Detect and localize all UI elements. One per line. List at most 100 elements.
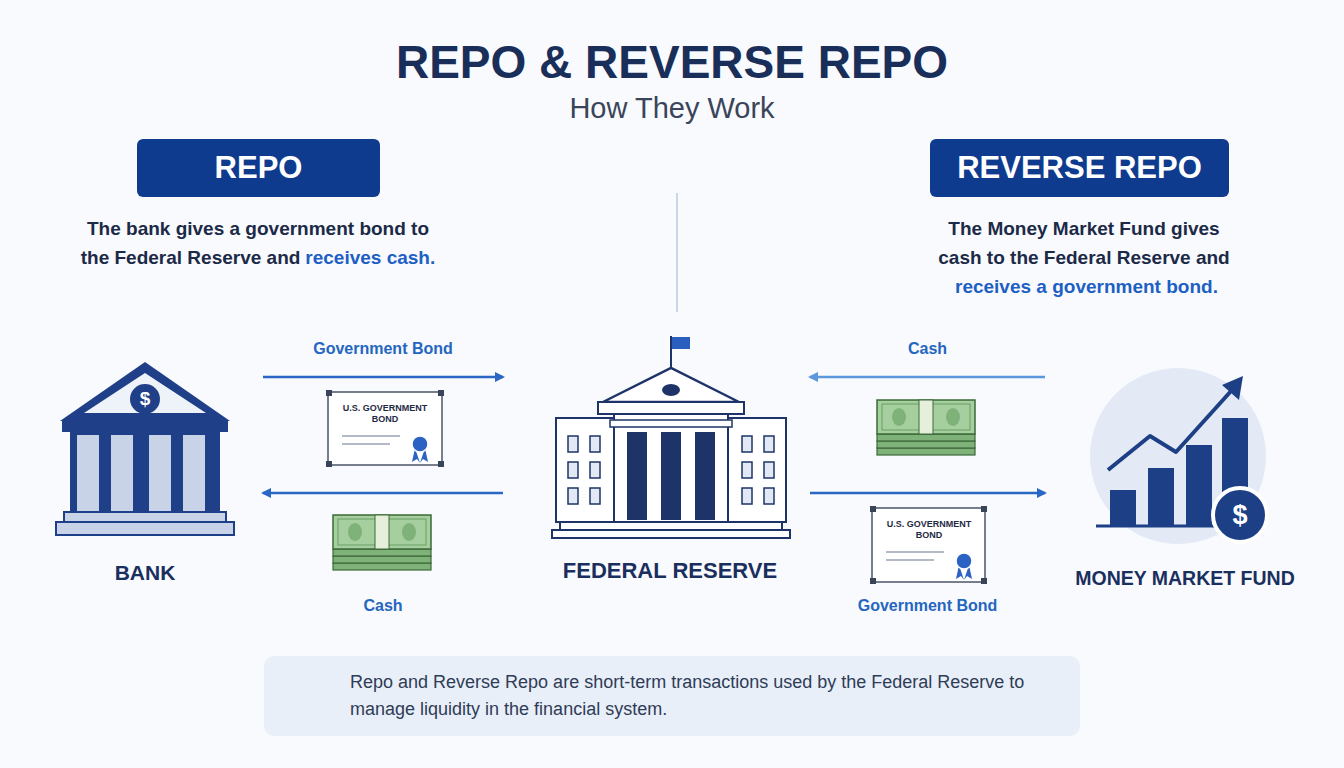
certificate-seal [412,436,428,452]
trend-line [1108,390,1232,470]
building-pediment [603,368,739,402]
bill-face [877,400,975,434]
bill-edge [333,556,431,563]
window [590,436,600,452]
certificate-corner [438,390,444,396]
node-text: REVERSE REPO [930,139,1229,197]
bill-edge [333,549,431,556]
building-wing [556,418,614,522]
bill-face [333,515,431,549]
description-text: The Money Market Fund gives cash to the … [938,218,1229,268]
window [590,462,600,478]
window [764,488,774,504]
description-block: The Money Market Fund gives cash to the … [909,214,1259,301]
node-text: REPO [137,139,380,197]
bond-text: U.S. GOVERNMENT BOND [877,519,981,541]
certificate-corner [870,506,876,512]
flow-label: Government Bond [313,340,453,358]
chart-bar [1186,445,1212,526]
bill-edge [877,434,975,441]
cash-stack [877,400,975,455]
flow-arrow [810,376,1045,379]
certificate-line [342,443,390,445]
flag-pole [670,336,672,372]
building-cornice [598,402,744,414]
info-note: Repo and Reverse Repo are short-term tra… [264,656,1080,736]
bill-edge [877,448,975,455]
federal-reserve-icon [552,336,790,538]
window [764,462,774,478]
description-block: The bank gives a government bond to the … [43,214,473,272]
certificate-frame [872,508,985,582]
node-text: BANK [27,560,263,586]
window [568,488,578,504]
bank-icon [56,362,234,535]
description-highlight: receives cash. [305,247,435,268]
building-wing [728,418,786,522]
window [568,436,578,452]
bill-band [919,400,933,434]
building-step [560,522,782,530]
diagram-title: REPO & REVERSE REPO [0,35,1344,89]
flow-label: Cash [363,597,402,615]
node-text: FEDERAL RESERVE [503,557,837,585]
bank-wall [70,432,220,512]
bank-step [56,522,234,535]
bill-portrait [946,408,960,426]
certificate-line [886,551,944,553]
entity-node: FEDERAL RESERVE [503,330,810,590]
certificate-corner [981,578,987,584]
trend-arrowhead [1222,376,1243,400]
window [764,436,774,452]
window [742,488,752,504]
cash-stack [333,515,431,570]
window [742,436,752,452]
bill-portrait [892,408,906,426]
column-gap [627,432,647,520]
building-entablature [610,420,732,427]
chart-bar [1148,468,1174,526]
bank-column [182,434,206,512]
building-step [552,530,790,538]
dollar-symbol: $ [1222,497,1258,533]
bond-text: U.S. GOVERNMENT BOND [333,403,437,425]
description-highlight: receives a government bond. [955,276,1218,297]
node-text: MONEY MARKET FUND [1045,565,1325,591]
certificate-line [342,435,400,437]
divider-line [676,193,678,312]
money-market-fund-icon [1090,368,1267,544]
window [590,488,600,504]
certificate-line [886,559,934,561]
flow-arrow [263,376,503,379]
node-text: Repo and Reverse Repo are short-term tra… [350,656,1060,736]
bank-column [110,434,134,512]
section-badge: REPO [137,139,380,197]
building-center [614,412,728,522]
bill-edge [333,563,431,570]
dollar-symbol: $ [131,385,159,413]
flag [672,337,690,349]
bill-band [375,515,389,549]
bank-step [64,512,226,522]
bank-beam [62,421,228,432]
entity-node: BANK [27,355,263,595]
bond-certificate [870,506,987,584]
bill-portrait [348,523,362,541]
window [742,462,752,478]
bond-certificate [326,390,444,467]
dollar-badge [130,384,160,414]
dollar-badge [1213,488,1267,542]
chart-bar [1110,490,1136,526]
certificate-corner [326,390,332,396]
icon-backdrop [1090,368,1266,544]
entity-node: MONEY MARKET FUND [1045,360,1325,600]
column-gap [695,432,715,520]
certificate-seal [956,553,972,569]
bank-column [148,434,172,512]
certificate-corner [870,578,876,584]
bill-edge [877,441,975,448]
section-badge: REVERSE REPO [930,139,1229,197]
bill-portrait [402,523,416,541]
